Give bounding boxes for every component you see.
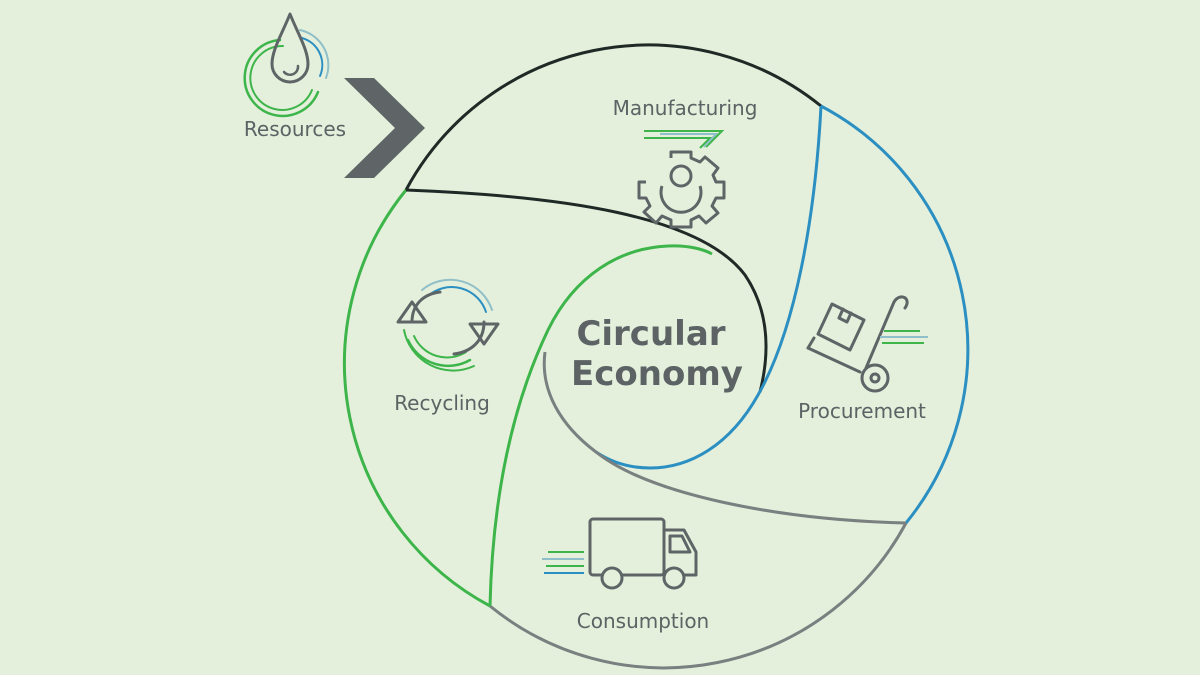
consumption-label: Consumption	[577, 609, 709, 633]
procurement-label: Procurement	[798, 399, 926, 423]
speed-lines-icon	[880, 330, 928, 344]
spiral-dividers	[405, 105, 907, 607]
outer-arc-recycling	[342, 189, 491, 608]
manufacturing-stage: Manufacturing	[613, 96, 758, 229]
divider-black	[405, 188, 768, 393]
outer-ring	[342, 43, 970, 670]
chevron-right-icon	[344, 78, 425, 178]
procurement-stage: Procurement	[798, 295, 928, 423]
center-title-line1: Circular	[576, 314, 725, 354]
gear-icon	[637, 150, 726, 229]
divider-green	[488, 244, 713, 607]
delivery-truck-icon	[588, 517, 698, 590]
consumption-stage: Consumption	[542, 517, 709, 633]
resources-label: Resources	[244, 117, 346, 141]
divider-blue	[595, 105, 823, 470]
speed-lines-icon	[542, 551, 584, 574]
speed-lines-icon	[644, 130, 725, 149]
recycling-stage: Recycling	[394, 278, 500, 415]
recycle-arrows-icon	[396, 278, 500, 372]
hand-truck-icon	[806, 295, 909, 393]
outer-arc-manufacturing	[404, 43, 822, 191]
outer-arc-procurement	[820, 104, 970, 524]
manufacturing-label: Manufacturing	[613, 96, 758, 120]
resources-stage: Resources	[243, 12, 425, 178]
center-title: Circular Economy	[571, 314, 743, 394]
center-title-line2: Economy	[571, 354, 743, 394]
outer-arc-consumption	[489, 522, 908, 670]
recycling-label: Recycling	[394, 391, 490, 415]
divider-gray	[542, 351, 907, 525]
water-drop-icon	[243, 12, 330, 118]
